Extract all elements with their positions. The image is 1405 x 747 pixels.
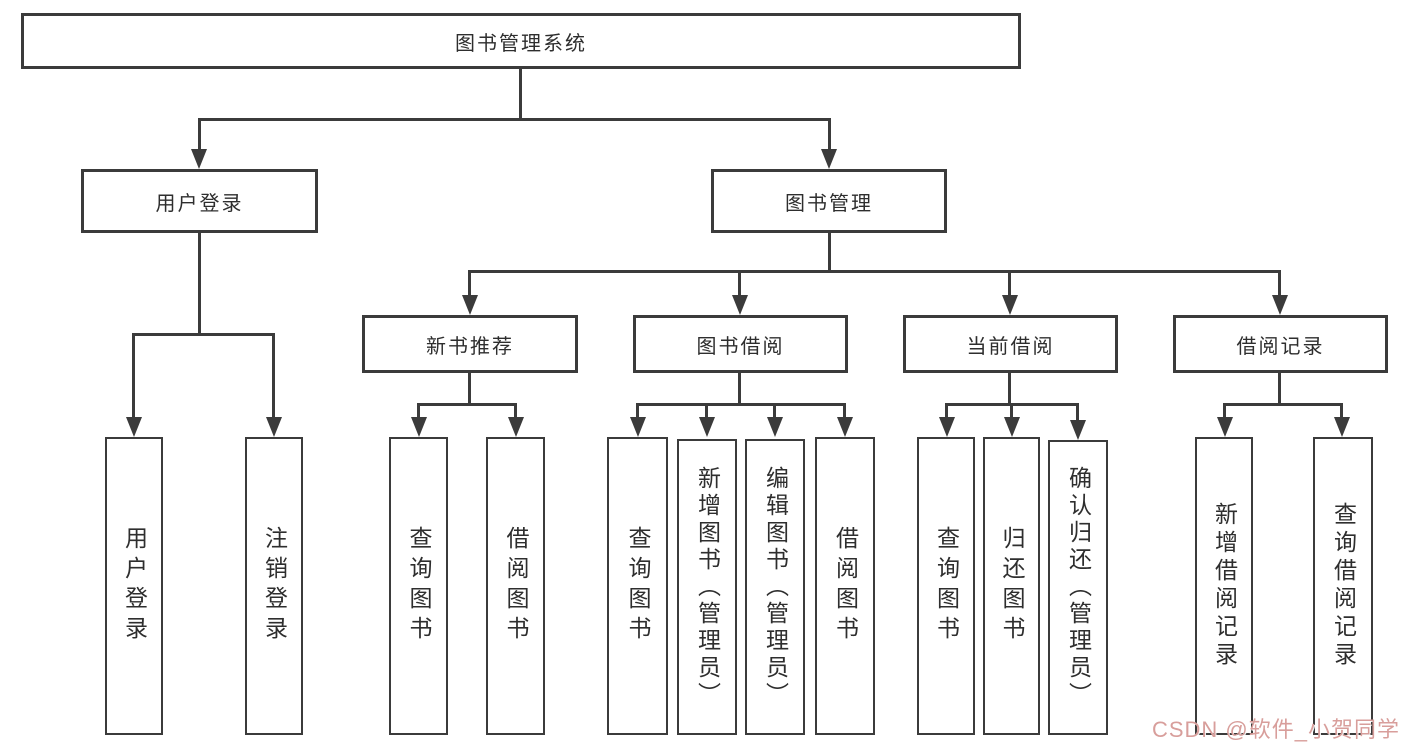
connector-root-hbar — [198, 118, 831, 121]
leaf-label: 查询借阅记录 — [1330, 502, 1357, 670]
connector-nbr-hbar — [417, 403, 517, 406]
arrowhead-down-icon — [411, 417, 427, 437]
node-leaf-bb-edit-books-admin: 编辑图书（管理员） — [745, 439, 805, 735]
arrowhead-down-icon — [462, 295, 478, 315]
node-leaf-br-add-record: 新增借阅记录 — [1195, 437, 1253, 735]
node-user-login-label: 用户登录 — [155, 192, 244, 215]
connector-bookmgmt-hbar — [468, 270, 1281, 273]
connector-bookmgmt-drop — [468, 270, 471, 297]
connector-cb-drop — [945, 403, 948, 419]
connector-userlogin-stem — [198, 233, 201, 336]
leaf-label: 归还图书 — [999, 526, 1025, 646]
connector-userlogin-drop — [132, 333, 135, 419]
node-leaf-cb-query-books: 查询图书 — [917, 437, 975, 735]
connector-bookmgmt-drop — [738, 270, 741, 297]
connector-bookmgmt-drop — [1008, 270, 1011, 297]
connector-br-drop — [1223, 403, 1226, 419]
connector-cb-stem — [1008, 373, 1011, 406]
connector-br-stem — [1278, 373, 1281, 406]
arrowhead-down-icon — [939, 417, 955, 437]
node-book-management-label: 图书管理 — [785, 192, 873, 215]
node-leaf-bb-add-books-admin: 新增图书（管理员） — [677, 439, 737, 735]
arrowhead-down-icon — [1334, 417, 1350, 437]
node-leaf-bb-borrow-books: 借阅图书 — [815, 437, 875, 735]
connector-nbr-drop — [417, 403, 420, 419]
node-new-book-recommend: 新书推荐 — [362, 315, 578, 373]
node-leaf-logout: 注销登录 — [245, 437, 303, 735]
arrowhead-down-icon — [1217, 417, 1233, 437]
connector-bb-drop — [773, 403, 776, 419]
connector-bb-drop — [843, 403, 846, 419]
node-root: 图书管理系统 — [21, 13, 1021, 69]
arrowhead-down-icon — [1272, 295, 1288, 315]
connector-userlogin-drop — [272, 333, 275, 419]
node-book-borrow: 图书借阅 — [633, 315, 848, 373]
leaf-label: 查询图书 — [933, 526, 960, 646]
arrowhead-down-icon — [630, 417, 646, 437]
connector-bookmgmt-drop — [1278, 270, 1281, 297]
arrowhead-down-icon — [699, 417, 715, 437]
leaf-label: 编辑图书（管理员） — [762, 465, 789, 709]
arrowhead-down-icon — [266, 417, 282, 437]
connector-bookmgmt-stem — [828, 233, 831, 273]
connector-bb-drop — [705, 403, 708, 419]
leaf-label: 查询图书 — [625, 526, 651, 646]
arrowhead-down-icon — [191, 149, 207, 169]
node-leaf-cb-confirm-return-admin: 确认归还（管理员） — [1048, 440, 1108, 735]
node-user-login: 用户登录 — [81, 169, 318, 233]
node-leaf-br-query-record: 查询借阅记录 — [1313, 437, 1373, 735]
connector-root-left-drop — [198, 118, 201, 151]
node-leaf-user-login: 用户登录 — [105, 437, 163, 735]
connector-bb-hbar — [636, 403, 846, 406]
leaf-label: 注销登录 — [261, 526, 288, 646]
connector-nbr-stem — [468, 373, 471, 406]
arrowhead-down-icon — [126, 417, 142, 437]
connector-userlogin-hbar — [132, 333, 275, 336]
arrowhead-down-icon — [732, 295, 748, 315]
connector-root-right-drop — [828, 118, 831, 151]
leaf-label: 新增图书（管理员） — [694, 465, 721, 709]
leaf-label: 借阅图书 — [503, 526, 529, 646]
leaf-label: 确认归还（管理员） — [1065, 466, 1092, 709]
node-leaf-nbr-borrow-books: 借阅图书 — [486, 437, 545, 735]
connector-bb-drop — [636, 403, 639, 419]
node-leaf-bb-query-books: 查询图书 — [607, 437, 668, 735]
leaf-label: 新增借阅记录 — [1211, 502, 1238, 670]
arrowhead-down-icon — [821, 149, 837, 169]
node-leaf-nbr-query-books: 查询图书 — [389, 437, 448, 735]
arrowhead-down-icon — [1004, 417, 1020, 437]
node-current-borrow-label: 当前借阅 — [966, 335, 1055, 358]
arrowhead-down-icon — [1070, 420, 1086, 440]
connector-br-drop — [1340, 403, 1343, 419]
arrowhead-down-icon — [508, 417, 524, 437]
node-root-label: 图书管理系统 — [455, 32, 587, 55]
node-borrow-records-label: 借阅记录 — [1236, 335, 1325, 358]
node-new-book-recommend-label: 新书推荐 — [426, 335, 514, 358]
node-current-borrow: 当前借阅 — [903, 315, 1118, 373]
arrowhead-down-icon — [837, 417, 853, 437]
connector-cb-drop — [1076, 403, 1079, 422]
csdn-watermark: CSDN @软件_小贺同学 — [1151, 717, 1400, 742]
arrowhead-down-icon — [767, 417, 783, 437]
leaf-label: 查询图书 — [406, 526, 432, 646]
connector-nbr-drop — [514, 403, 517, 419]
connector-cb-drop — [1010, 403, 1013, 419]
node-book-management: 图书管理 — [711, 169, 947, 233]
connector-br-hbar — [1223, 403, 1343, 406]
connector-bb-stem — [738, 373, 741, 406]
node-borrow-records: 借阅记录 — [1173, 315, 1388, 373]
node-leaf-cb-return-books: 归还图书 — [983, 437, 1040, 735]
leaf-label: 用户登录 — [121, 526, 148, 646]
connector-root-stem — [519, 69, 522, 119]
leaf-label: 借阅图书 — [832, 526, 859, 646]
arrowhead-down-icon — [1002, 295, 1018, 315]
node-book-borrow-label: 图书借阅 — [696, 335, 785, 358]
